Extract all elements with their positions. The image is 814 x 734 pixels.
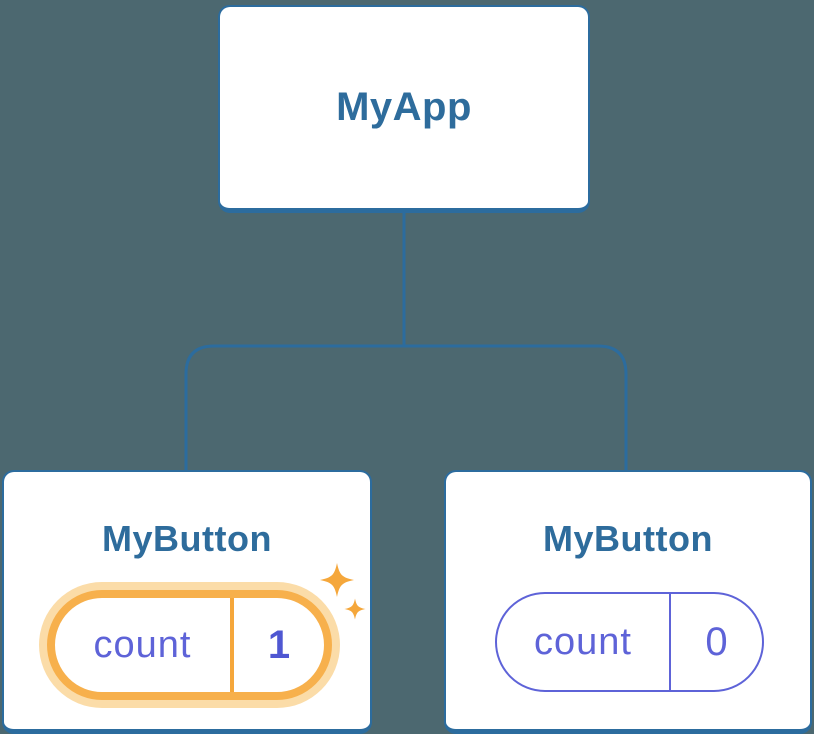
component-label-myapp: MyApp: [336, 85, 472, 129]
pill-divider: [230, 598, 234, 692]
component-label-mybutton-right: MyButton: [543, 518, 713, 559]
component-label-mybutton-left: MyButton: [102, 518, 272, 559]
state-value: 1: [267, 622, 291, 667]
state-pill: count 0: [495, 592, 764, 692]
state-value: 0: [705, 619, 728, 664]
pill-divider: [669, 594, 671, 690]
state-key-label: count: [93, 623, 192, 666]
component-node-mybutton-right: MyButton count 0: [444, 470, 812, 734]
sparkles-icon: [320, 563, 366, 620]
connector-children-bracket: [184, 344, 628, 470]
state-key-label: count: [534, 620, 632, 663]
state-pill-highlighted: count 1: [47, 590, 332, 700]
component-node-myapp: MyApp: [218, 5, 590, 213]
component-node-mybutton-left: MyButton count 1: [2, 470, 372, 734]
